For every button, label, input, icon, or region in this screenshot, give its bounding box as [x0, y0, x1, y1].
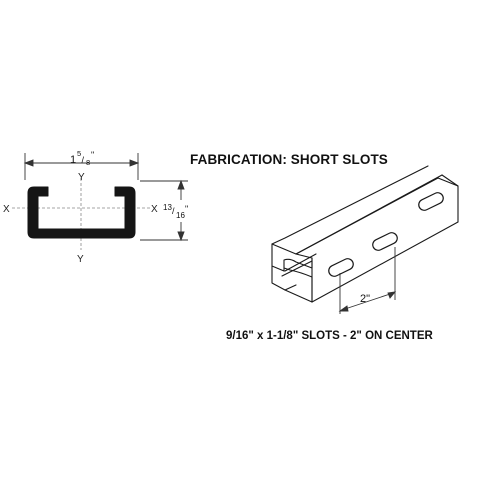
top-rear-edge	[271, 177, 439, 255]
channel-profile-shape	[27, 186, 136, 239]
end-profile-upper	[271, 243, 313, 272]
channel-cross-section: 1 5 / 8 " X X Y Y	[3, 149, 188, 265]
inner-lip-edge-2	[281, 260, 313, 277]
height-inch-mark: "	[185, 204, 188, 214]
width-arrow-right	[129, 159, 140, 167]
axis-x-left-label: X	[3, 204, 10, 215]
axis-y-bottom-label: Y	[77, 254, 84, 265]
fabrication-title: FABRICATION: SHORT SLOTS	[190, 152, 388, 167]
far-lip	[441, 174, 459, 187]
width-denominator: 8	[86, 158, 90, 167]
spacing-arrow-right	[387, 291, 397, 299]
inner-lip-edge	[284, 253, 317, 272]
spacing-dimension-line	[341, 292, 394, 311]
axis-y-top-label: Y	[78, 172, 85, 183]
width-numerator: 5	[77, 149, 81, 158]
axis-x-right-label: X	[151, 204, 158, 215]
slots	[328, 192, 444, 277]
width-whole: 1	[70, 154, 76, 166]
spacing-arrow-left	[338, 305, 349, 312]
slot-2	[372, 232, 398, 251]
width-inch-mark: "	[91, 150, 94, 160]
height-label: 13 / 16 "	[163, 203, 188, 220]
slot-spacing-label: 2"	[360, 293, 370, 305]
top-inner-edge	[295, 174, 443, 255]
height-fraction-bar: /	[172, 206, 175, 216]
top-front-edge	[271, 165, 429, 245]
far-top-edge	[437, 177, 459, 187]
width-label: 1 5 / 8 "	[70, 149, 94, 167]
height-dimension	[140, 179, 188, 242]
bottom-front-edge	[311, 221, 459, 303]
slot-1	[328, 258, 354, 277]
slotted-channel-isometric	[271, 165, 459, 303]
width-dimension	[23, 153, 140, 180]
bottom-return-edge	[284, 284, 297, 291]
end-profile-lower	[271, 265, 313, 303]
slot-3	[418, 192, 444, 211]
height-numerator: 13	[163, 203, 172, 212]
slot-caption: 9/16" x 1-1/8" SLOTS - 2" ON CENTER	[226, 330, 433, 342]
slot-spacing-dimension	[338, 247, 397, 314]
height-arrow-bottom	[177, 231, 185, 242]
width-fraction-bar: /	[82, 155, 85, 165]
height-arrow-top	[177, 179, 185, 190]
width-arrow-left	[23, 159, 34, 167]
height-denominator: 16	[176, 211, 185, 220]
